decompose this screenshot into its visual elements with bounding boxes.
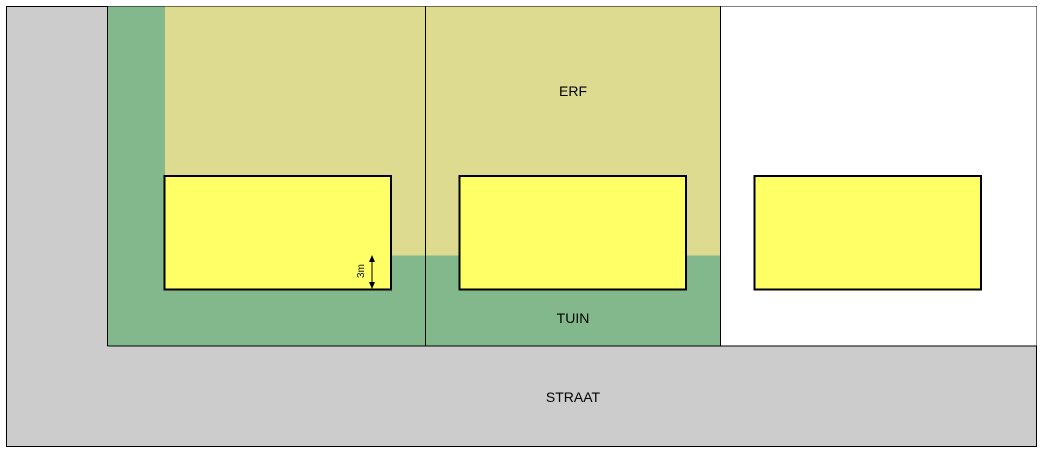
house-right	[753, 175, 982, 291]
dimension-label: 3m	[356, 264, 367, 278]
house-left	[163, 175, 392, 291]
tuin-label: TUIN	[557, 310, 590, 326]
dimension-arrow	[369, 255, 375, 289]
straat-label: STRAAT	[546, 389, 601, 405]
erf-label: ERF	[559, 83, 587, 99]
house-middle	[458, 175, 687, 291]
